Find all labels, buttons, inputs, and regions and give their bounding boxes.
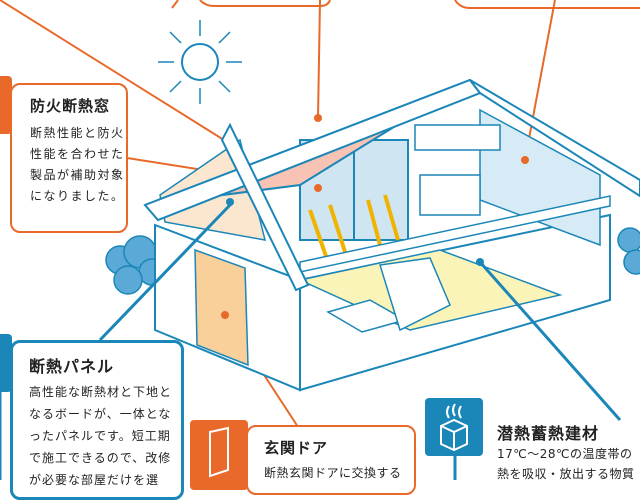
panel-icon xyxy=(0,334,12,392)
heat-arrows xyxy=(308,194,400,263)
kitchen-hood xyxy=(414,124,501,151)
callout-body: 断熱性能と防火性能を合わせた製品が補助対象になりました。 xyxy=(30,126,125,203)
marker-dot xyxy=(226,198,234,206)
sofa-person xyxy=(379,257,451,332)
bushes xyxy=(105,227,640,295)
latent-heat-icon xyxy=(425,398,483,456)
callout-latent-body: 17℃〜28℃の温度帯の熱を吸収・放出する物質 xyxy=(497,447,635,481)
marker-dot xyxy=(314,114,322,122)
top-callout-edge-center xyxy=(199,0,331,7)
leader-lines-blue xyxy=(0,203,622,480)
callout-title: 断熱パネル xyxy=(29,357,115,376)
kitchen-counter xyxy=(419,174,481,216)
marker-dot xyxy=(521,156,529,164)
open-door-icon xyxy=(209,426,229,478)
callout-latent-title: 潜熱蓄熱建材 xyxy=(497,424,600,443)
roof xyxy=(143,78,640,292)
house-illustration xyxy=(0,0,640,480)
sun-icon xyxy=(158,20,242,104)
marker-dot xyxy=(221,311,229,319)
callout-title: 玄関ドア xyxy=(264,439,329,457)
top-callout-edge-left xyxy=(171,0,179,9)
top-callout-edge-right xyxy=(454,0,640,9)
callout-window: 防火断熱窓 断熱性能と防火性能を合わせた製品が補助対象になりました。 xyxy=(10,83,128,233)
window-icon xyxy=(0,76,12,134)
callout-body: 高性能な断熱材と下地となるボードが、一体となったパネルです。短工期で施工できるの… xyxy=(29,385,173,487)
callout-title: 防火断熱窓 xyxy=(30,97,111,115)
door-icon xyxy=(190,420,248,490)
heat-box-icon xyxy=(440,403,468,452)
marker-dot xyxy=(476,258,484,266)
callout-door: 玄関ドア 断熱玄関ドアに交換する xyxy=(246,425,416,495)
callout-body: 断熱玄関ドアに交換する xyxy=(264,466,402,480)
front-door xyxy=(194,248,249,367)
callout-panel: 断熱パネル 高性能な断熱材と下地となるボードが、一体となったパネルです。短工期で… xyxy=(10,340,184,500)
marker-dot xyxy=(314,184,322,192)
